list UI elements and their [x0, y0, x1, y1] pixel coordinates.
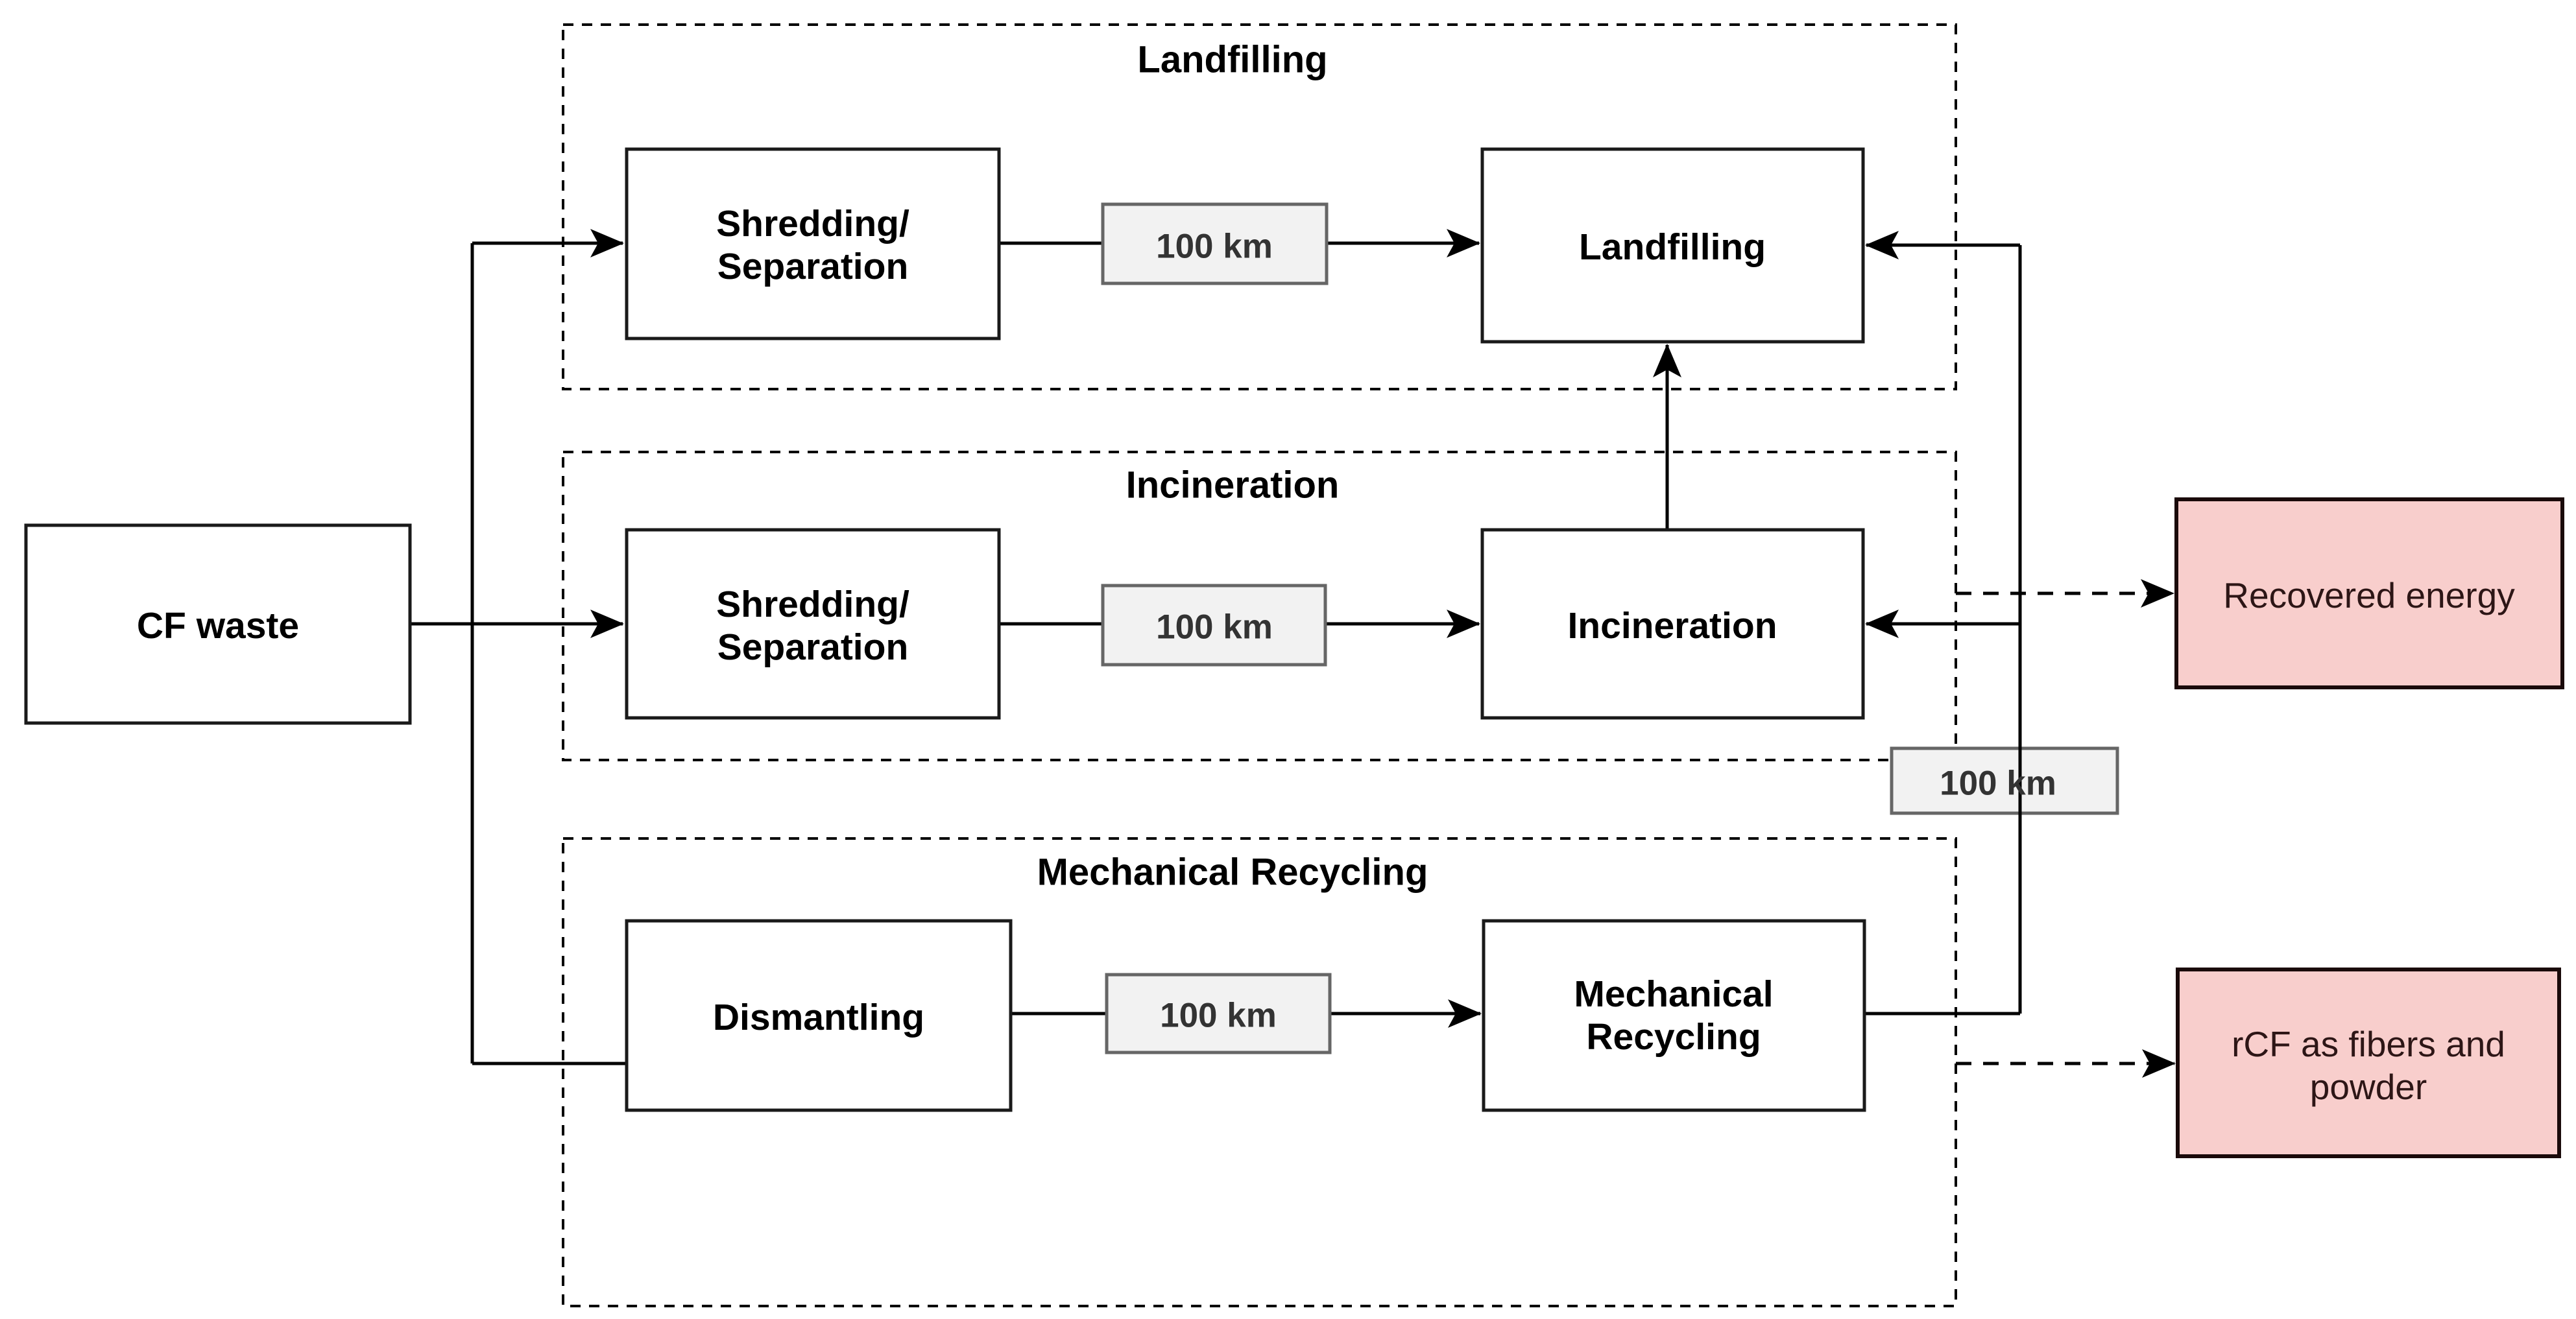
- incineration-container-title: Incineration: [1126, 464, 1340, 506]
- landfilling-label: Landfilling: [1579, 226, 1766, 268]
- mechanical-recycling-label-line2: Recycling: [1586, 1016, 1761, 1058]
- recovered-energy-box: [2174, 497, 2564, 689]
- cf-waste-label: CF waste: [137, 605, 299, 647]
- landfilling-box: [1480, 147, 1865, 344]
- incineration-label: Incineration: [1567, 605, 1777, 647]
- landfilling-container: [562, 23, 1957, 390]
- landfilling-container-title: Landfilling: [1137, 39, 1327, 81]
- recovered-energy-label: Recovered energy: [2223, 575, 2515, 615]
- connectors: [410, 229, 2176, 1078]
- pathway-containers: [562, 23, 1957, 1307]
- distance2-label: 100 km: [1156, 608, 1273, 647]
- shredding-separation-box-incineration: [625, 528, 1001, 720]
- cf-waste-box: [24, 523, 412, 725]
- distance-return-label: 100 km: [1940, 765, 2056, 803]
- shredding1-label-line2: Separation: [717, 246, 909, 287]
- distance-box-incineration: [1101, 584, 1327, 667]
- shredding2-label-line1: Shredding/: [716, 584, 909, 625]
- incineration-box: [1480, 528, 1865, 720]
- labels: Landfilling Incineration Mechanical Recy…: [137, 39, 2515, 1108]
- mechanical-recycling-label-line1: Mechanical: [1574, 973, 1773, 1015]
- mechanical-recycling-box: [1482, 919, 1866, 1112]
- shredding1-label-line1: Shredding/: [716, 203, 909, 244]
- nodes: [24, 147, 2564, 1158]
- distance-box-landfilling: [1101, 202, 1329, 285]
- distance-box-return: [1890, 746, 2119, 815]
- rcf-label-line1: rCF as fibers and: [2232, 1024, 2505, 1064]
- rcf-label-line2: powder: [2310, 1067, 2427, 1107]
- shredding-separation-box-landfilling: [625, 147, 1001, 340]
- mechanical-recycling-container-title: Mechanical Recycling: [1037, 851, 1428, 894]
- dismantling-box: [625, 919, 1013, 1112]
- mechanical-recycling-container: [562, 837, 1957, 1307]
- dismantling-label: Dismantling: [713, 997, 924, 1038]
- distance1-label: 100 km: [1156, 228, 1273, 266]
- distance-box-mechanical: [1105, 973, 1332, 1054]
- distance3-label: 100 km: [1160, 997, 1277, 1035]
- shredding2-label-line2: Separation: [717, 626, 909, 668]
- incineration-container: [562, 451, 1957, 761]
- rcf-output-box: [2176, 968, 2561, 1158]
